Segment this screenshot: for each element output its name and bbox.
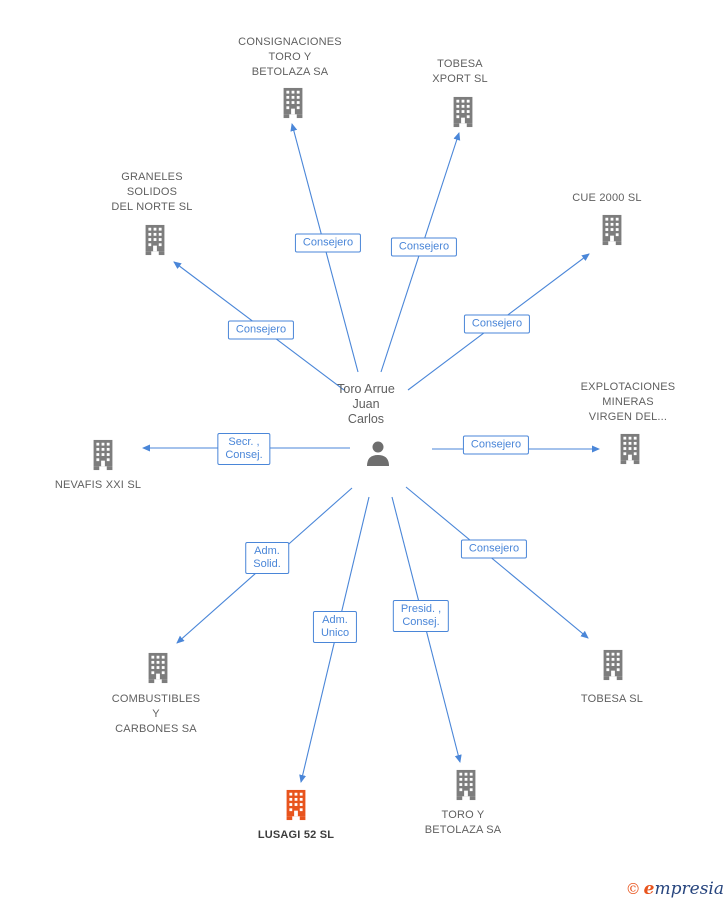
building-icon[interactable]: [142, 651, 174, 685]
logo-text: mpresia: [654, 879, 725, 899]
company-name[interactable]: LUSAGI 52 SL: [257, 829, 335, 841]
company-name[interactable]: NEVAFIS XXI SL: [54, 479, 142, 491]
company-name[interactable]: CUE 2000 SL: [572, 192, 642, 204]
building-icon[interactable]: [277, 86, 309, 120]
building-icon[interactable]: [614, 432, 646, 466]
company-name[interactable]: GRANELES SOLIDOS DEL NORTE SL: [111, 171, 193, 213]
company-name[interactable]: TOBESA XPORT SL: [432, 58, 488, 85]
role-badge: Consejero: [462, 435, 530, 455]
empresia-logo: ©empresia: [626, 879, 724, 899]
company-name[interactable]: COMBUSTIBLES Y CARBONES SA: [111, 693, 201, 735]
role-badge: Secr. , Consej.: [217, 433, 271, 465]
building-icon[interactable]: [280, 788, 312, 822]
role-badge: Consejero: [390, 237, 458, 257]
company-name[interactable]: TORO Y BETOLAZA SA: [424, 809, 502, 836]
role-badge: Adm. Unico: [312, 611, 358, 643]
building-icon[interactable]: [447, 95, 479, 129]
building-icon[interactable]: [597, 648, 629, 682]
building-icon[interactable]: [87, 438, 119, 472]
logo-initial: e: [643, 879, 655, 899]
role-badge: Consejero: [227, 320, 295, 340]
role-badge: Adm. Solid.: [245, 542, 289, 574]
person-icon[interactable]: [363, 439, 393, 469]
company-name[interactable]: EXPLOTACIONES MINERAS VIRGEN DEL...: [580, 381, 676, 423]
role-badge: Consejero: [460, 539, 528, 559]
role-badge: Consejero: [294, 233, 362, 253]
building-icon[interactable]: [596, 213, 628, 247]
company-name[interactable]: CONSIGNACIONES TORO Y BETOLAZA SA: [238, 36, 342, 78]
copyright-mark: ©: [625, 880, 641, 898]
role-badge: Consejero: [463, 314, 531, 334]
building-icon[interactable]: [139, 223, 171, 257]
company-name[interactable]: TOBESA SL: [580, 693, 644, 705]
person-name[interactable]: Toro Arrue Juan Carlos: [337, 382, 395, 426]
building-icon[interactable]: [450, 768, 482, 802]
role-badge: Presid. , Consej.: [392, 600, 450, 632]
